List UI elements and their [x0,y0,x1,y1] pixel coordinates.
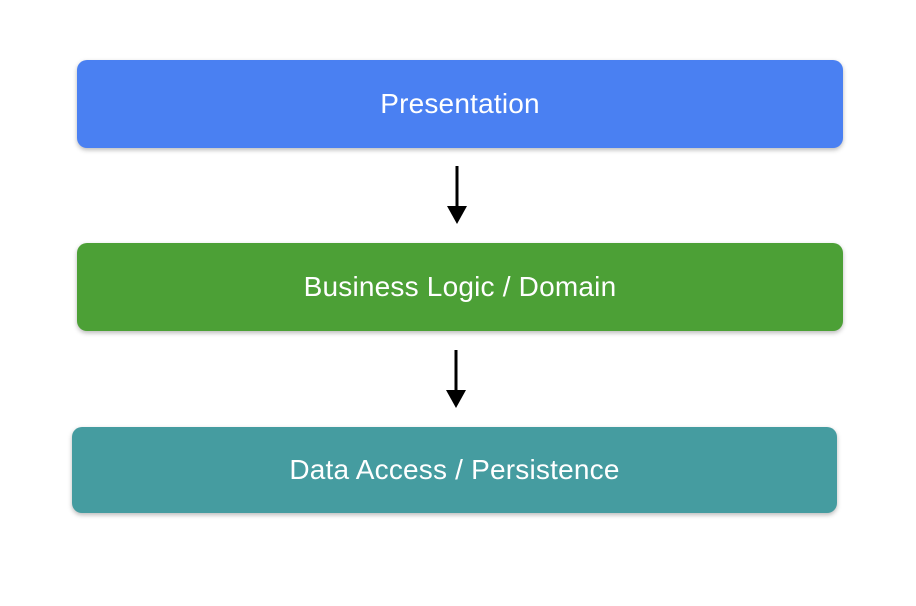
layer-box-data-access: Data Access / Persistence [72,427,837,513]
layer-box-business-logic: Business Logic / Domain [77,243,843,331]
layer-label-data-access: Data Access / Persistence [289,454,620,485]
down-arrow-icon [445,166,469,224]
layer-box-presentation: Presentation [77,60,843,148]
down-arrow-icon [444,350,468,408]
layer-label-business-logic: Business Logic / Domain [303,271,617,302]
layer-label-presentation: Presentation [380,88,540,119]
